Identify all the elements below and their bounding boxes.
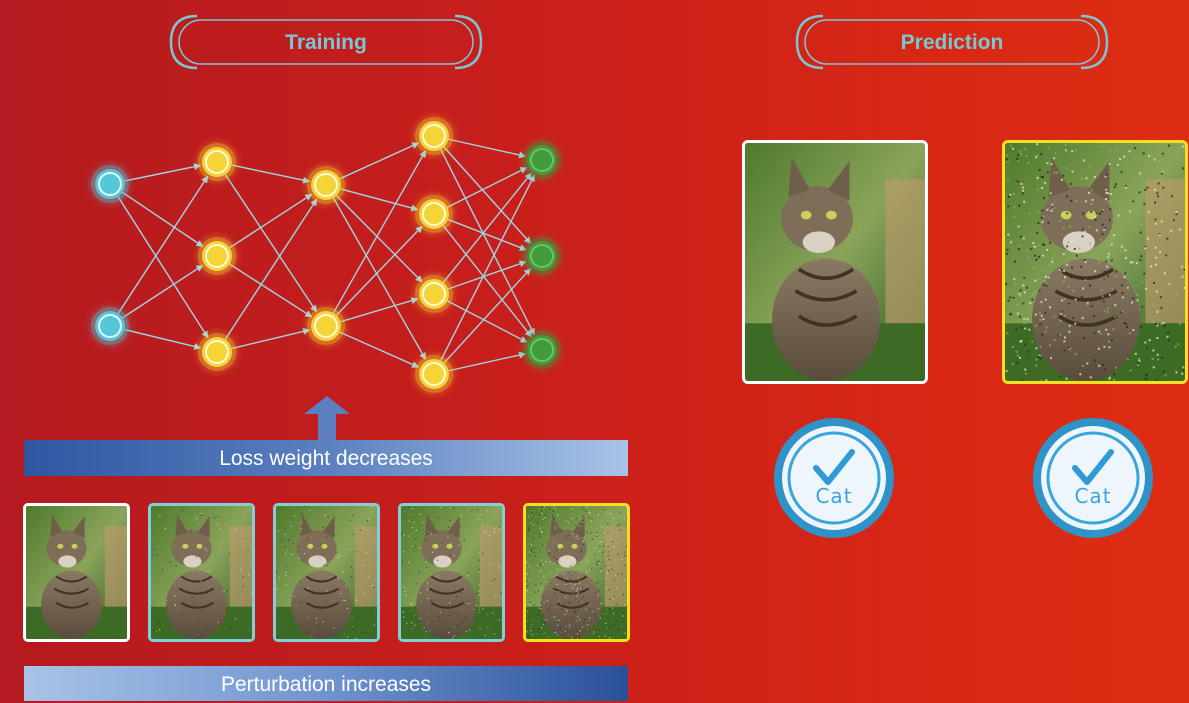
- network-edge: [449, 354, 526, 371]
- input-node: [91, 307, 129, 345]
- loss-weight-bar: Loss weight decreases: [24, 440, 628, 476]
- network-edge: [118, 197, 208, 338]
- network-edge: [125, 330, 201, 348]
- badge-circle: [772, 416, 896, 540]
- prediction-title: Prediction: [793, 12, 1111, 72]
- prediction-image-clean: [742, 140, 928, 384]
- hidden-2-node: [307, 307, 345, 345]
- hidden-3-node: [415, 355, 453, 393]
- cat-image: [276, 506, 377, 639]
- input-node: [91, 165, 129, 203]
- prediction-label: Cat: [772, 484, 896, 508]
- output-node: [523, 141, 561, 179]
- training-header: Training: [167, 12, 485, 72]
- cat-image: [401, 506, 502, 639]
- perturbation-bar: Perturbation increases: [24, 666, 628, 701]
- prediction-header: Prediction: [793, 12, 1111, 72]
- thumbnail-perturbed: [398, 503, 505, 642]
- prediction-image-adversarial: [1002, 140, 1188, 384]
- training-title: Training: [167, 12, 485, 72]
- prediction-result-badge: Cat: [772, 416, 896, 540]
- network-edge: [449, 139, 526, 156]
- badge-circle: [1031, 416, 1155, 540]
- network-edge: [448, 262, 526, 289]
- hidden-1-node: [198, 237, 236, 275]
- network-edge: [232, 330, 310, 349]
- network-edge: [441, 149, 535, 334]
- network-edge: [232, 165, 310, 181]
- neural-network-diagram: [0, 100, 600, 400]
- hidden-3-node: [415, 275, 453, 313]
- cat-image: [526, 506, 627, 639]
- thumbnail-perturbed: [273, 503, 380, 642]
- thumbnail-perturbed: [148, 503, 255, 642]
- network-edge: [444, 269, 530, 363]
- cat-image: [26, 506, 127, 639]
- network-edge: [340, 299, 417, 322]
- hidden-1-node: [198, 143, 236, 181]
- network-edge: [443, 173, 531, 282]
- cat-image: [745, 143, 925, 381]
- thumbnail-clean: [23, 503, 130, 642]
- network-edge: [340, 332, 419, 367]
- network-edge: [340, 189, 417, 210]
- prediction-label: Cat: [1031, 484, 1155, 508]
- output-node: [523, 237, 561, 275]
- thumbnail-adversarial: [523, 503, 630, 642]
- network-nodes: [91, 117, 561, 393]
- network-edge: [125, 165, 201, 181]
- hidden-2-node: [307, 166, 345, 204]
- hidden-3-node: [415, 195, 453, 233]
- network-edge: [118, 176, 208, 313]
- cat-image: [1005, 143, 1185, 381]
- network-edge: [447, 301, 527, 342]
- network-edge: [340, 143, 419, 179]
- up-arrow-icon: [304, 396, 350, 442]
- network-edge: [230, 264, 312, 317]
- hidden-3-node: [415, 117, 453, 155]
- hidden-1-node: [198, 333, 236, 371]
- network-edge: [230, 194, 312, 248]
- prediction-result-badge: Cat: [1031, 416, 1155, 540]
- network-edge: [122, 192, 202, 246]
- cat-image: [151, 506, 252, 639]
- output-node: [523, 331, 561, 369]
